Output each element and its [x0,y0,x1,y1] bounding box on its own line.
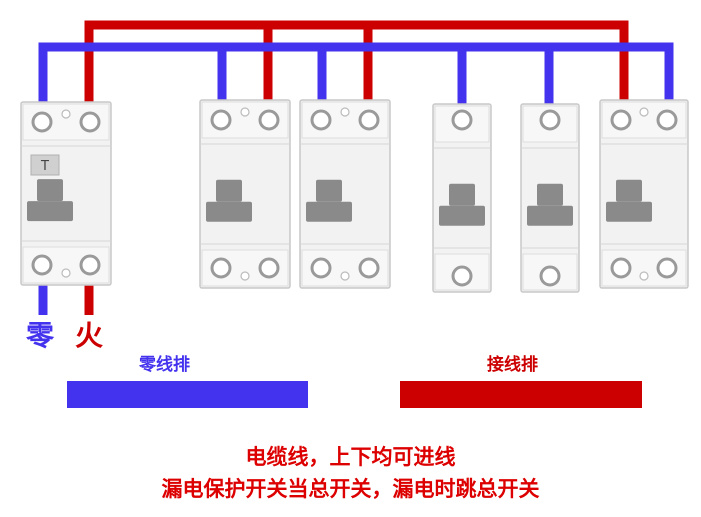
indicator-hole [340,271,350,281]
live-wire-main [84,20,629,104]
lever-handle [216,179,242,202]
terminal-screw [656,109,678,131]
terminal-screw [310,109,332,131]
test-button [30,154,60,176]
breaker-2p-4 [599,99,689,289]
neutral-label: 零 [26,319,55,352]
breaker-row: T [20,99,689,293]
neutral-busbar [67,381,308,408]
lever-base [439,205,485,226]
indicator-hole [240,107,250,117]
breaker-body [199,99,291,289]
neutral-wire-bus [38,42,674,104]
lever-base [606,201,652,222]
lever-handle [37,179,63,202]
terminal-screw [539,109,561,131]
breaker-body [599,99,689,289]
test-button-label: T [40,159,49,174]
breaker-1p-2 [520,103,580,293]
breaker-2p-3 [299,99,391,289]
caption-line-2: 漏电保护开关当总开关，漏电时跳总开关 [161,477,540,501]
breaker-body [299,99,391,289]
terminal-screw [210,257,232,279]
terminal-screw [310,257,332,279]
terminal-screw [451,109,473,131]
terminal-screw [79,254,101,276]
terminal-screw [258,109,280,131]
lever-handle [316,179,342,202]
terminal-screw [358,109,380,131]
breaker-1p-1 [432,103,492,293]
lever-base [306,201,352,222]
neutral-wire-main [38,42,674,104]
indicator-hole [61,268,71,278]
caption-line-1: 电缆线，上下均可进线 [245,445,456,469]
lever-handle [616,179,642,202]
lever-handle [449,183,475,206]
indicator-hole [639,271,649,281]
breaker-body [20,101,112,286]
breaker-2p-2 [199,99,291,289]
breaker-2p-1: T [20,101,112,286]
neutral-busbar-label: 零线排 [139,355,190,375]
indicator-hole [639,107,649,117]
terminal-busbar [400,381,642,408]
terminal-busbar-label: 接线排 [487,355,538,375]
caption: 电缆线，上下均可进线 漏电保护开关当总开关，漏电时跳总开关 [0,441,701,505]
live-label: 火 [75,319,104,352]
terminal-screw [610,257,632,279]
terminal-screw [31,111,53,133]
terminal-screw [31,254,53,276]
indicator-hole [61,109,71,119]
terminal-screw [79,111,101,133]
terminal-screw [610,109,632,131]
terminal-screw [358,257,380,279]
indicator-hole [340,107,350,117]
indicator-hole [240,271,250,281]
lever-base [527,205,573,226]
terminal-screw [451,265,473,287]
lever-handle [537,183,563,206]
lever-base [27,201,73,222]
terminal-screw [539,265,561,287]
terminal-screw [656,257,678,279]
terminal-screw [258,257,280,279]
live-wire-bus [84,20,629,104]
lever-base [206,201,252,222]
terminal-screw [210,109,232,131]
